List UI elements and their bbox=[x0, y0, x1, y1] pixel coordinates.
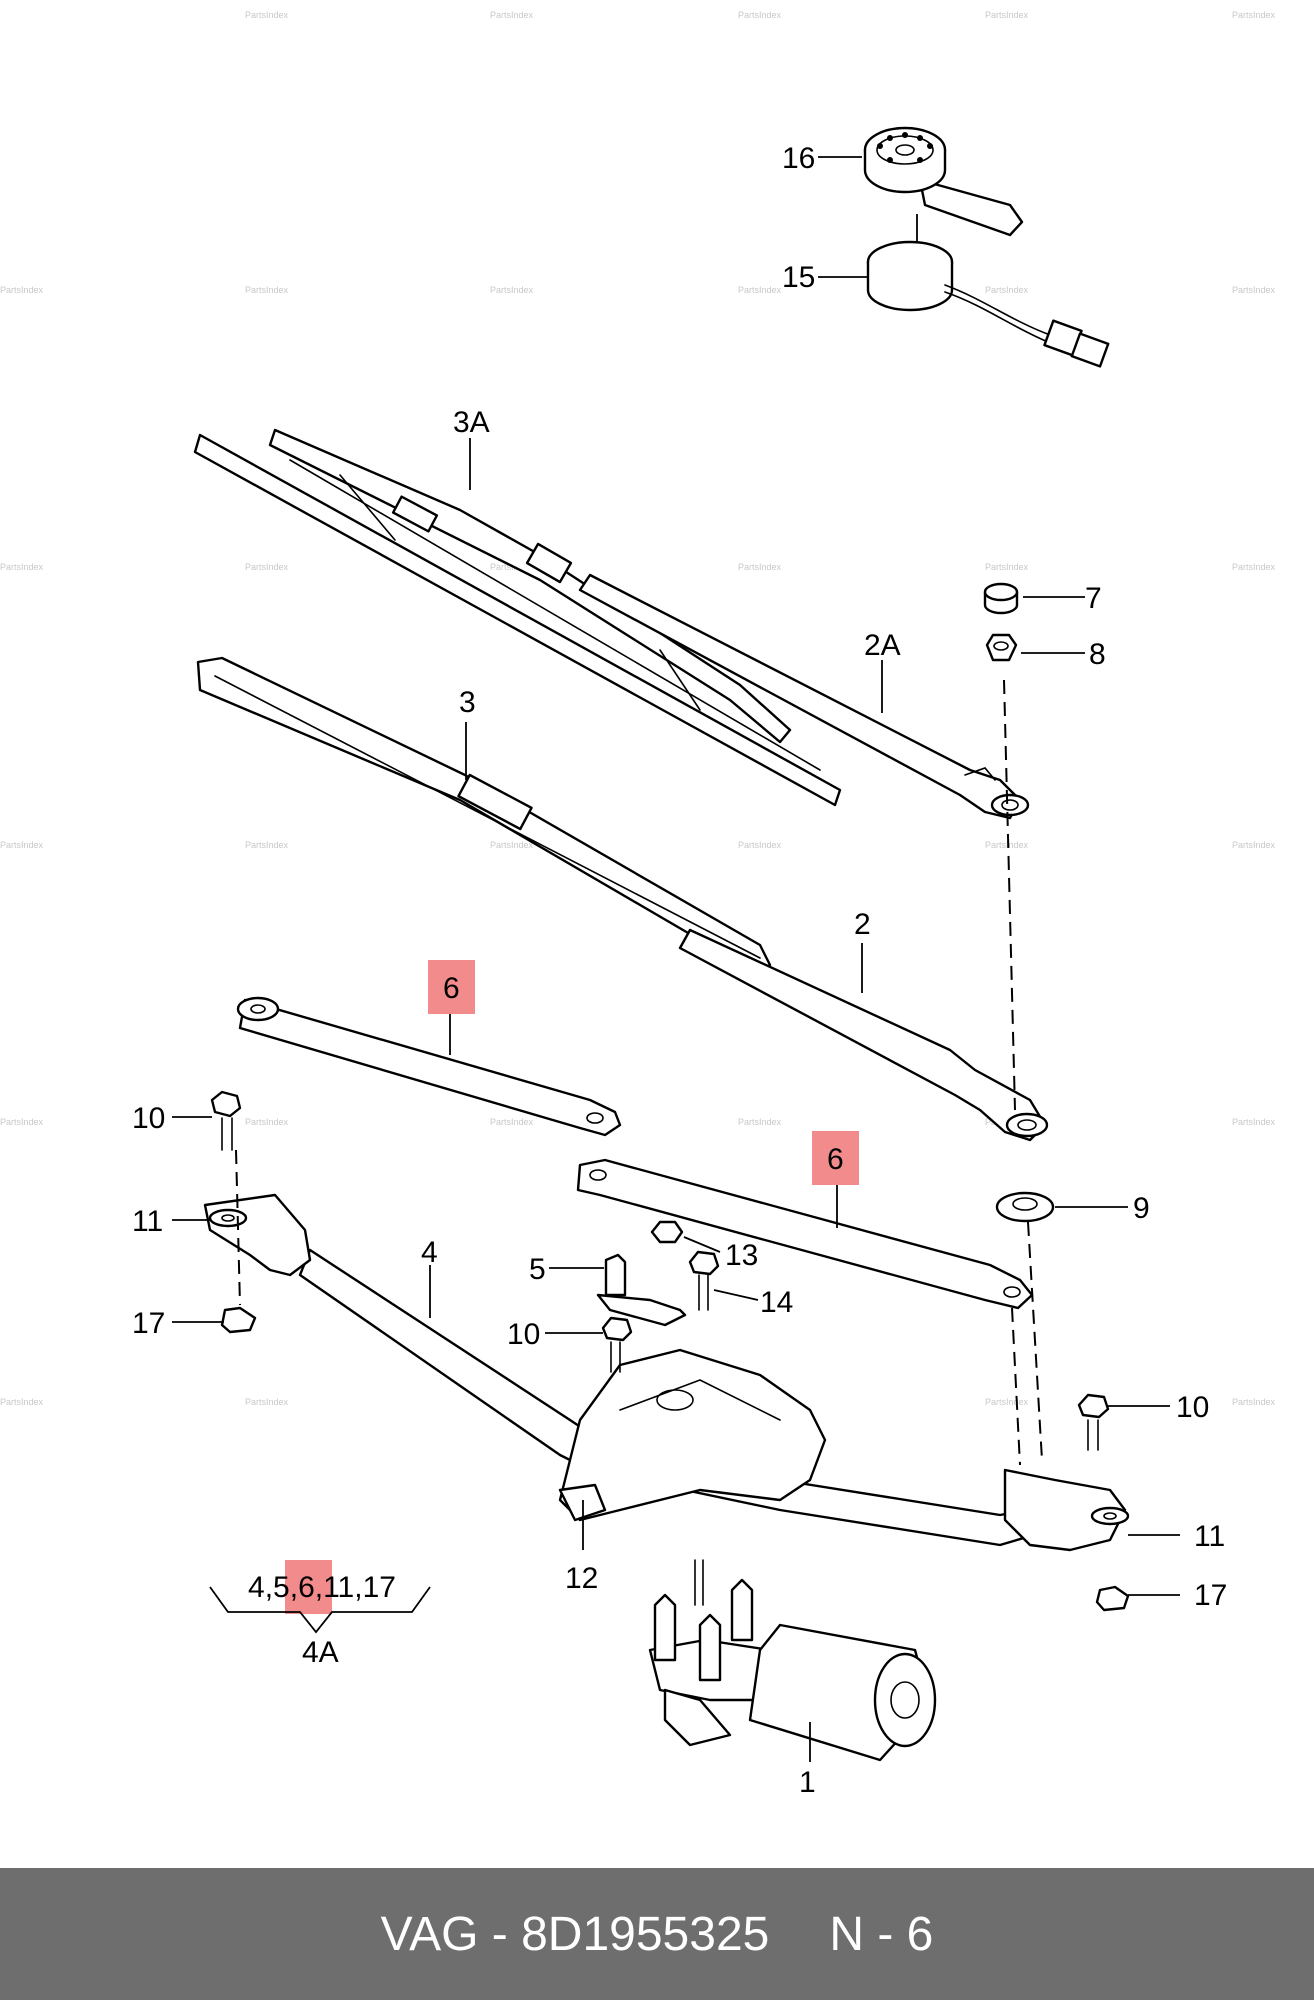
part-17-clip-right[interactable] bbox=[1095, 1585, 1130, 1612]
callout-12[interactable]: 12 bbox=[565, 1562, 598, 1595]
watermark: PartsIndex bbox=[245, 10, 289, 20]
watermark: PartsIndex bbox=[1232, 10, 1276, 20]
watermark: PartsIndex bbox=[738, 10, 782, 20]
part-5-pin-plate[interactable] bbox=[596, 1253, 687, 1327]
watermark: PartsIndex bbox=[985, 285, 1029, 295]
watermark: PartsIndex bbox=[1232, 1397, 1276, 1407]
watermark: PartsIndex bbox=[738, 840, 782, 850]
callout-9[interactable]: 9 bbox=[1133, 1192, 1150, 1225]
watermark: PartsIndex bbox=[1232, 285, 1276, 295]
callout-10-left[interactable]: 10 bbox=[132, 1102, 165, 1135]
part-15-sensor-housing[interactable] bbox=[866, 240, 1110, 368]
watermark: PartsIndex bbox=[245, 1117, 289, 1127]
part-16-cover-cap[interactable] bbox=[863, 126, 1024, 237]
callout-3[interactable]: 3 bbox=[459, 686, 476, 719]
callout-8[interactable]: 8 bbox=[1089, 638, 1106, 671]
watermark: PartsIndex bbox=[738, 1117, 782, 1127]
watermark: PartsIndex bbox=[985, 562, 1029, 572]
callout-7[interactable]: 7 bbox=[1085, 582, 1102, 615]
callout-10-right[interactable]: 10 bbox=[1176, 1391, 1209, 1424]
callout-6-upper[interactable]: 6 bbox=[443, 972, 460, 1005]
callout-1[interactable]: 1 bbox=[799, 1766, 816, 1799]
watermark: PartsIndex bbox=[0, 840, 44, 850]
part-3A-wiper-blade-upper[interactable] bbox=[193, 428, 842, 807]
watermark: PartsIndex bbox=[0, 285, 44, 295]
part-6-linkage-rod-upper[interactable] bbox=[236, 996, 622, 1137]
callout-15[interactable]: 15 bbox=[782, 261, 815, 294]
watermark: PartsIndex bbox=[245, 1397, 289, 1407]
callout-2[interactable]: 2 bbox=[854, 908, 871, 941]
part-13-nut[interactable] bbox=[650, 1220, 684, 1244]
watermark: PartsIndex bbox=[490, 840, 534, 850]
watermark: PartsIndex bbox=[738, 562, 782, 572]
callout-3A[interactable]: 3A bbox=[453, 406, 490, 439]
part-2A-wiper-arm-upper[interactable] bbox=[578, 573, 1030, 820]
watermark: PartsIndex bbox=[245, 840, 289, 850]
watermark: PartsIndex bbox=[490, 285, 534, 295]
assembly-axes bbox=[235, 679, 1043, 1466]
callout-14[interactable]: 14 bbox=[760, 1286, 793, 1319]
part-1-wiper-motor[interactable] bbox=[648, 1559, 937, 1762]
watermark: PartsIndex bbox=[1232, 1117, 1276, 1127]
wiper-exploded-diagram: PartsIndex PartsIndex PartsIndex PartsIn… bbox=[0, 10, 1276, 1799]
part-7-nut-cap[interactable] bbox=[983, 582, 1019, 615]
highlight-6-upper bbox=[428, 960, 475, 1014]
callout-17-left[interactable]: 17 bbox=[132, 1307, 165, 1340]
highlight-kit-6 bbox=[285, 1560, 332, 1614]
callout-4[interactable]: 4 bbox=[421, 1236, 438, 1269]
part-number: VAG - 8D1955325 bbox=[380, 1907, 770, 1961]
part-10-bolt-right[interactable] bbox=[1077, 1393, 1110, 1451]
watermark: PartsIndex bbox=[985, 1397, 1029, 1407]
watermark: PartsIndex bbox=[985, 840, 1029, 850]
part-2-wiper-arm-lower[interactable] bbox=[678, 928, 1049, 1142]
part-10-bolt-left[interactable] bbox=[210, 1090, 242, 1151]
watermark: PartsIndex bbox=[0, 1117, 44, 1127]
watermark: PartsIndex bbox=[0, 562, 44, 572]
watermark: PartsIndex bbox=[1232, 562, 1276, 572]
kit-item-6: 6 bbox=[298, 1571, 315, 1604]
watermark: PartsIndex bbox=[1232, 840, 1276, 850]
part-17-clip-left[interactable] bbox=[220, 1306, 257, 1334]
callout-5[interactable]: 5 bbox=[529, 1253, 546, 1286]
part-6-linkage-rod-lower[interactable] bbox=[576, 1158, 1034, 1310]
part-11-bushing-left[interactable] bbox=[208, 1208, 248, 1228]
part-11-bushing-right[interactable] bbox=[1090, 1506, 1130, 1526]
watermark: PartsIndex bbox=[245, 562, 289, 572]
diagram-position: N - 6 bbox=[829, 1907, 934, 1961]
kit-group-4A: 4,5,6,11,17 4A bbox=[209, 1560, 431, 1669]
callout-13[interactable]: 13 bbox=[725, 1239, 758, 1272]
callout-4A[interactable]: 4A bbox=[302, 1636, 339, 1669]
part-9-grommet[interactable] bbox=[995, 1191, 1055, 1223]
callout-11-left[interactable]: 11 bbox=[132, 1205, 163, 1238]
callout-labels: 16 15 3A 7 8 2A 3 2 6 6 10 11 17 4 13 5 … bbox=[132, 142, 1227, 1799]
callout-11-right[interactable]: 11 bbox=[1194, 1520, 1225, 1553]
watermark: PartsIndex bbox=[0, 1397, 44, 1407]
callout-17-right[interactable]: 17 bbox=[1194, 1579, 1227, 1612]
leader-lines bbox=[172, 156, 1180, 1762]
callout-2A[interactable]: 2A bbox=[864, 629, 901, 662]
watermark: PartsIndex bbox=[985, 10, 1029, 20]
watermark: PartsIndex bbox=[490, 1117, 534, 1127]
part-10-bolt-center[interactable] bbox=[601, 1316, 633, 1373]
kit-items: 4,5,6,11,17 bbox=[248, 1571, 396, 1604]
watermark: PartsIndex bbox=[490, 10, 534, 20]
part-8-nut[interactable] bbox=[985, 633, 1018, 662]
part-14-bolt[interactable] bbox=[688, 1250, 720, 1311]
part-12-mounting-bracket[interactable] bbox=[558, 1348, 827, 1522]
callout-6-lower[interactable]: 6 bbox=[827, 1143, 844, 1176]
watermark: PartsIndex bbox=[245, 285, 289, 295]
callout-10-center[interactable]: 10 bbox=[507, 1318, 540, 1351]
highlight-6-lower bbox=[812, 1131, 859, 1185]
callout-16[interactable]: 16 bbox=[782, 142, 815, 175]
watermark: PartsIndex bbox=[738, 285, 782, 295]
part-3-wiper-blade-lower[interactable] bbox=[196, 656, 772, 974]
part-footer-bar: VAG - 8D1955325 N - 6 bbox=[0, 1868, 1314, 2000]
